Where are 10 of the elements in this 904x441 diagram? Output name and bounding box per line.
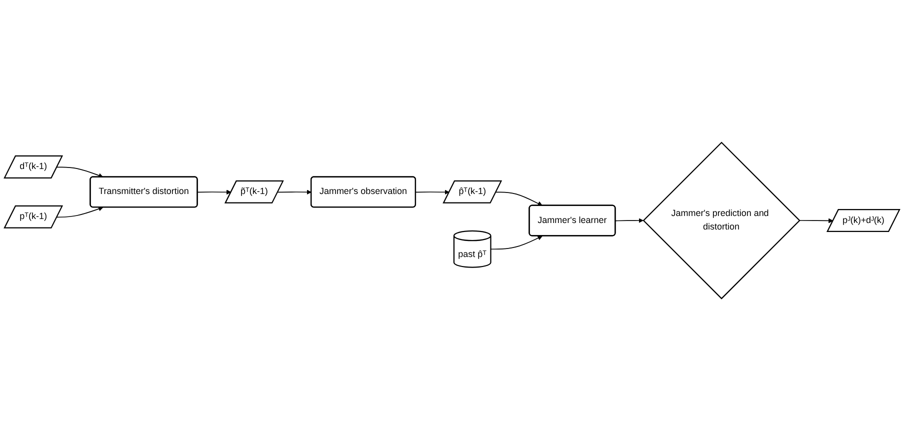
arrow	[277, 190, 312, 195]
arrow	[415, 190, 450, 195]
arrow	[490, 236, 543, 250]
arrow	[56, 166, 104, 178]
arrow	[798, 218, 834, 224]
arrow	[615, 218, 644, 223]
arrow	[197, 190, 232, 195]
arrow	[56, 206, 104, 218]
arrow	[496, 192, 543, 206]
node-diamond: Jammer's prediction and distortion	[642, 142, 800, 300]
